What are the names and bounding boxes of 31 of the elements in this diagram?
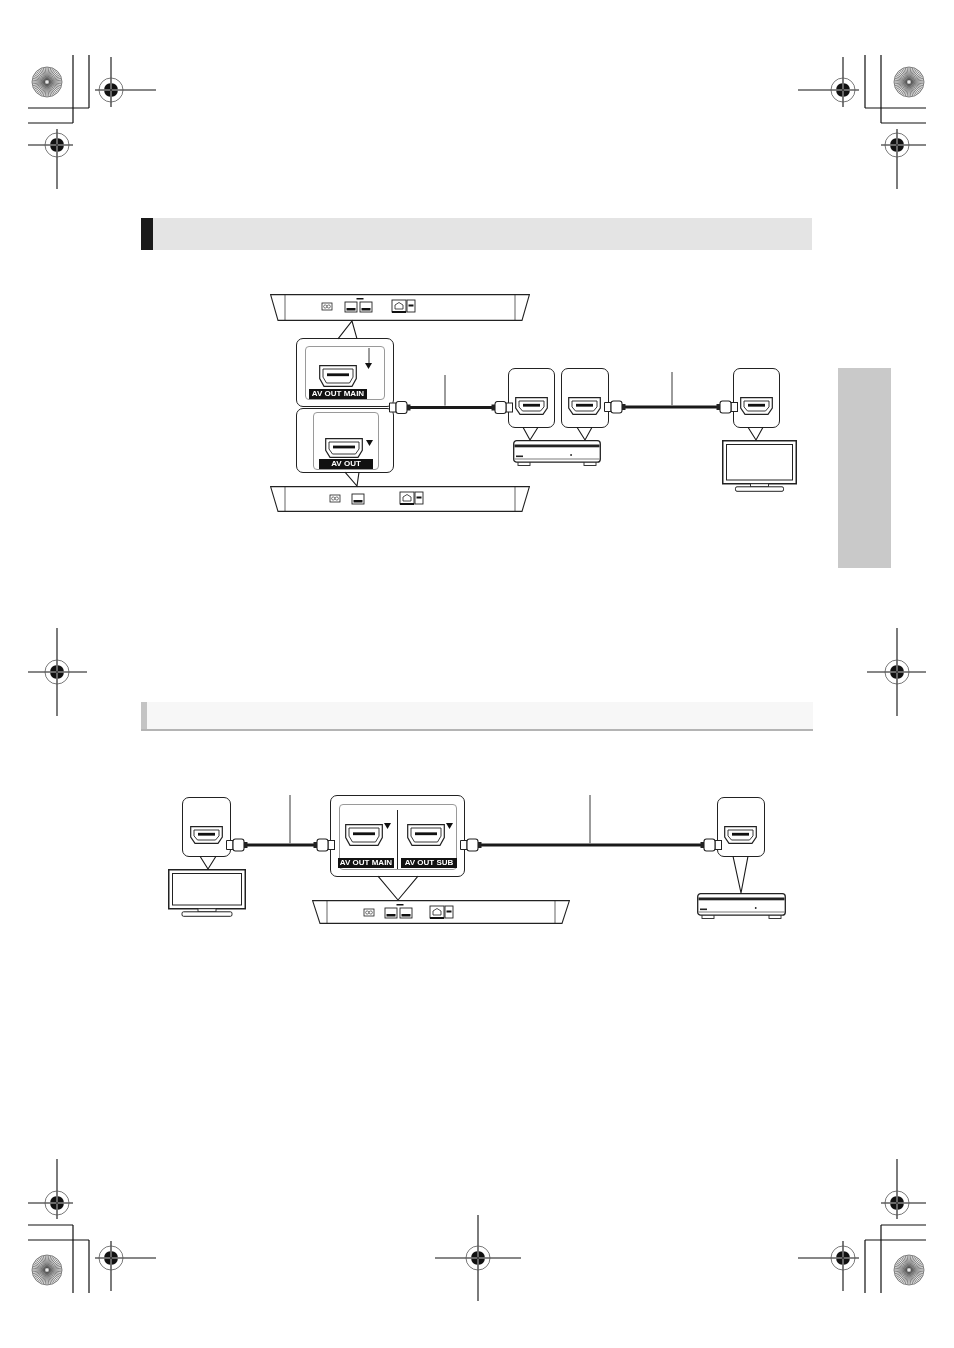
callout-pointer — [199, 855, 217, 871]
receiver-drawing — [513, 440, 601, 466]
callout-box — [182, 797, 231, 857]
callout-pointer — [747, 426, 764, 442]
callout-box — [717, 797, 765, 857]
tv-drawing — [722, 440, 797, 492]
callout-pointer — [576, 426, 593, 442]
callout-pointer — [377, 875, 419, 901]
port-label: AV OUT — [319, 459, 373, 469]
callout-pointer — [732, 855, 749, 894]
player-drawing — [312, 900, 570, 924]
player-drawing — [270, 294, 530, 321]
callout-pointer — [522, 426, 539, 442]
callout-box — [330, 795, 465, 877]
side-tab — [838, 368, 891, 568]
tv-drawing — [168, 869, 246, 917]
callout-box — [296, 338, 394, 407]
callout-pointer — [337, 319, 358, 340]
port-label: AV OUT SUB — [401, 858, 457, 868]
callout-box — [733, 368, 780, 428]
cable — [603, 400, 739, 414]
player-drawing — [270, 486, 530, 512]
callout-pointer — [344, 471, 360, 488]
callout-box — [561, 368, 609, 428]
receiver-drawing — [697, 893, 786, 919]
cable — [459, 838, 723, 852]
port-label: AV OUT MAIN — [309, 389, 367, 399]
callout-box — [508, 368, 555, 428]
cable — [225, 838, 336, 852]
callout-box — [296, 408, 394, 473]
port-label: AV OUT MAIN — [338, 858, 394, 868]
